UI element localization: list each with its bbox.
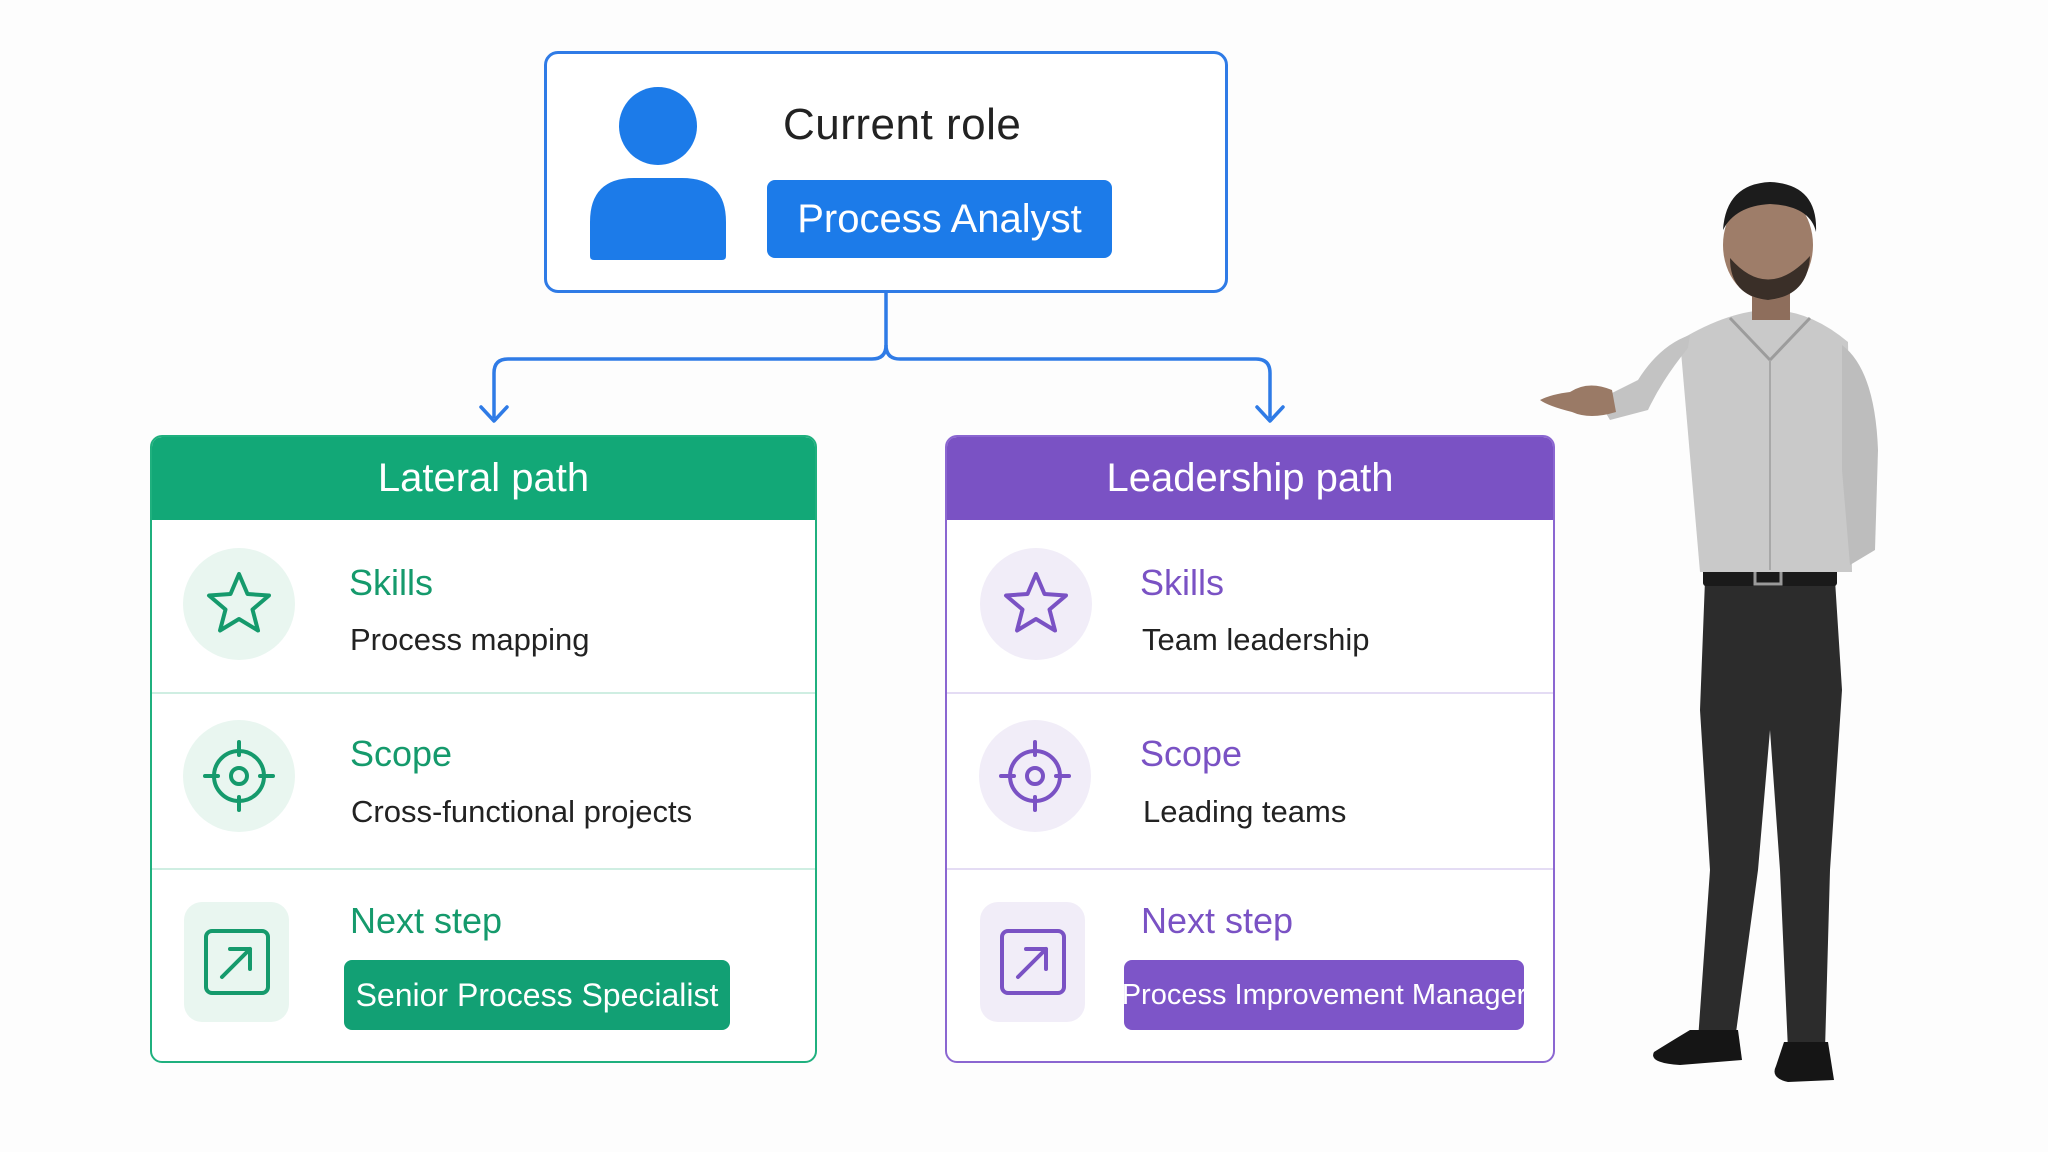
lateral-next-step-badge: Senior Process Specialist (344, 960, 730, 1030)
current-role-heading: Current role (783, 100, 1022, 149)
lateral-scope-label: Scope (350, 733, 453, 774)
presenter-person-image (1540, 182, 1878, 1082)
target-icon (979, 720, 1091, 832)
lateral-path-card: Lateral path Skills Process mapping Scop… (150, 435, 817, 1063)
leadership-skills-value: Team leadership (1142, 622, 1370, 657)
current-role-badge: Process Analyst (767, 180, 1112, 258)
leadership-scope-value: Leading teams (1143, 794, 1347, 829)
leadership-next-step-badge: Process Improvement Manager (1122, 960, 1526, 1030)
leadership-skills-label: Skills (1140, 562, 1225, 603)
arrow-up-right-icon (980, 902, 1085, 1022)
user-icon (590, 87, 726, 260)
lateral-path-title: Lateral path (152, 437, 815, 520)
lateral-next-step-label: Next step (350, 900, 503, 941)
star-icon (183, 548, 295, 660)
star-icon (980, 548, 1092, 660)
leadership-path-card: Leadership path Skills Team leadership S… (945, 435, 1555, 1063)
target-icon (183, 720, 295, 832)
leadership-next-step-label: Next step (1141, 900, 1294, 941)
arrow-up-right-icon (184, 902, 289, 1022)
lateral-skills-value: Process mapping (350, 622, 590, 657)
leadership-path-title: Leadership path (947, 437, 1553, 520)
lateral-scope-value: Cross-functional projects (351, 794, 693, 829)
leadership-scope-label: Scope (1140, 733, 1243, 774)
lateral-skills-label: Skills (349, 562, 434, 603)
